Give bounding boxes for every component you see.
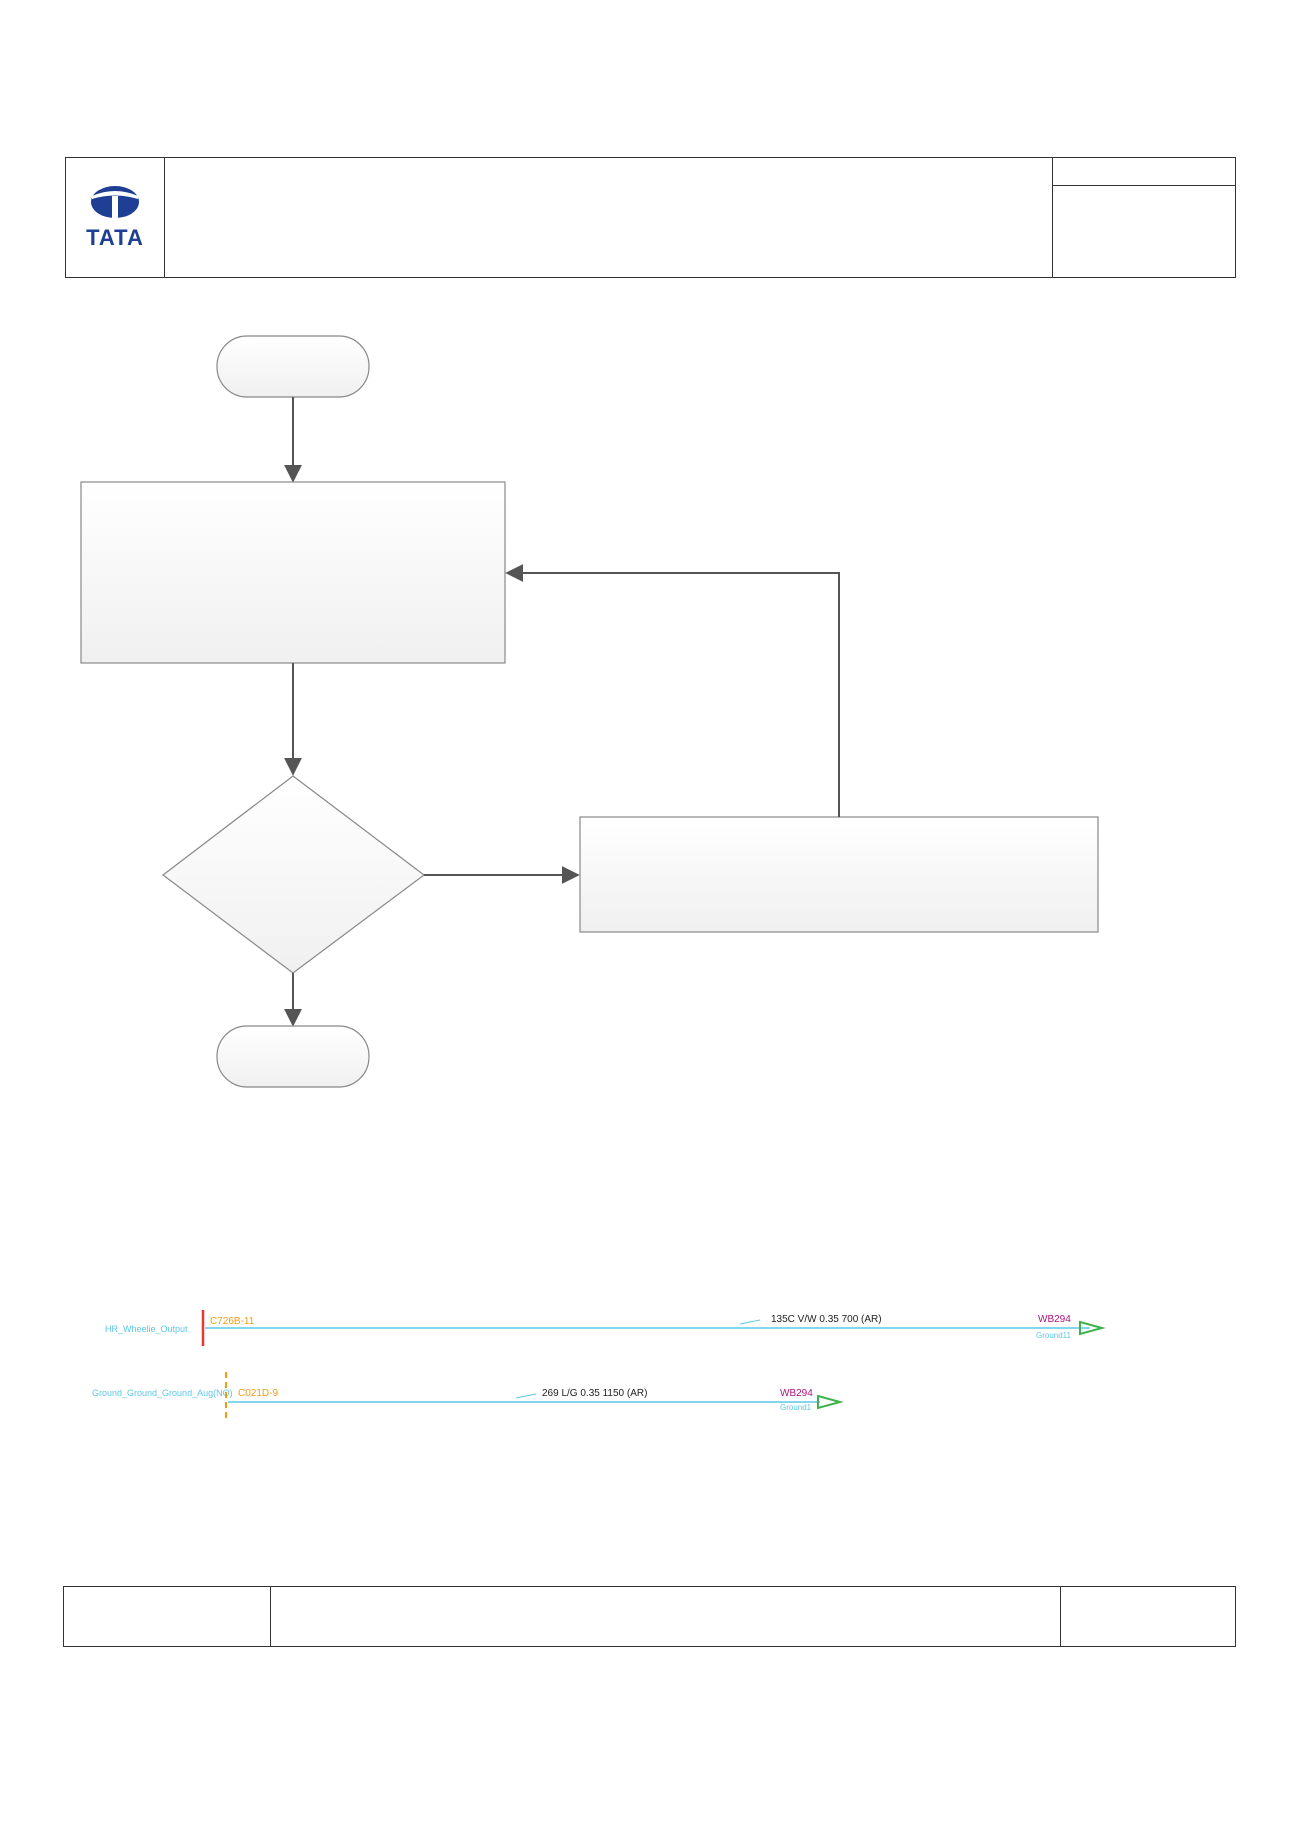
logo-wordmark: TATA (86, 225, 144, 250)
row1-splice-label: WB294 (1038, 1314, 1071, 1325)
decision-diamond (162, 775, 425, 974)
row2-splice-label: WB294 (780, 1388, 813, 1399)
row2-wire-tick (515, 1393, 537, 1399)
row1-signal-label: HR_Wheelie_Output (105, 1324, 188, 1334)
start-terminator (216, 335, 370, 398)
row1-wire-label: 135C V/W 0.35 700 (AR) (771, 1314, 882, 1325)
process-box-main (80, 481, 506, 664)
row1-wire-tick (739, 1319, 761, 1325)
row2-connector-label: C021D-9 (238, 1388, 278, 1399)
tata-emblem-icon (91, 186, 139, 220)
row2-splice-sub: Ground1 (780, 1403, 812, 1412)
wiring-diagram: HR_Wheelie_Output C726B-11 135C V/W 0.35… (92, 1310, 1106, 1418)
header-divider-right (1052, 157, 1054, 278)
arrow-action-to-process (505, 564, 840, 817)
row1-ground-arrow-icon (1079, 1320, 1106, 1336)
end-terminator (216, 1025, 370, 1088)
footer-divider-left (270, 1586, 272, 1647)
header-divider-left (164, 157, 166, 278)
row2-wire-label: 269 L/G 0.35 1150 (AR) (542, 1388, 647, 1399)
row1-connector-label: C726B-11 (210, 1316, 255, 1327)
row2-signal-label: Ground_Ground_Ground_Aug(NO) (92, 1388, 233, 1398)
header-divider-row (1052, 185, 1236, 187)
footer-table (63, 1586, 1236, 1647)
flowchart (80, 335, 1099, 1088)
footer-divider-right (1060, 1586, 1062, 1647)
tata-logo: TATA (78, 184, 152, 250)
row2-ground-arrow-icon (817, 1394, 844, 1410)
row1-splice-sub: Ground11 (1036, 1331, 1072, 1340)
header-table (65, 157, 1236, 278)
process-box-action (579, 816, 1099, 933)
